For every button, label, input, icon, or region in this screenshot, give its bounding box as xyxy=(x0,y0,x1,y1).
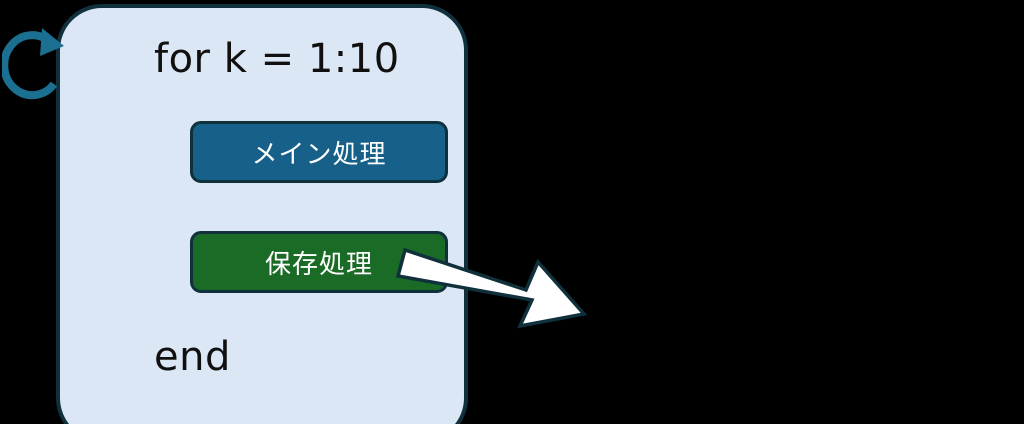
for-loop-block: for k = 1:10 メイン処理 保存処理 end xyxy=(56,4,468,424)
process-block-main[interactable]: メイン処理 xyxy=(190,121,448,183)
circular-loop-arrow-icon xyxy=(2,28,64,100)
loop-header-text: for k = 1:10 xyxy=(154,36,400,82)
process-block-main-label: メイン処理 xyxy=(251,139,387,170)
process-block-save-label: 保存処理 xyxy=(264,249,373,280)
process-block-save[interactable]: 保存処理 xyxy=(190,231,448,293)
loop-footer-text: end xyxy=(154,334,231,380)
